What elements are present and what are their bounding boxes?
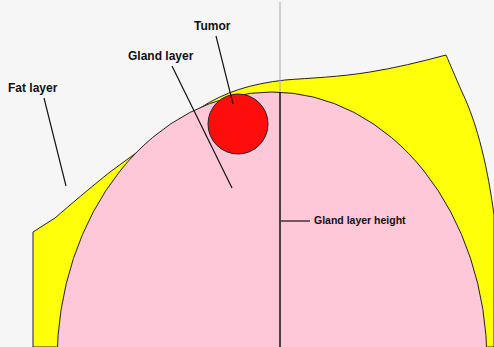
part-label: Fat layer [8,82,57,95]
axis-line [280,2,281,92]
gland-layer [57,92,487,347]
height-line [279,92,281,347]
tumor [208,94,268,154]
leader-line [172,66,232,188]
leader-line [44,98,66,186]
part-label: Gland layer [128,50,193,63]
leader-line [281,220,310,221]
leader-line [216,36,233,104]
part-label: Gland layer height [314,215,406,227]
part-label: Tumor [194,20,230,33]
